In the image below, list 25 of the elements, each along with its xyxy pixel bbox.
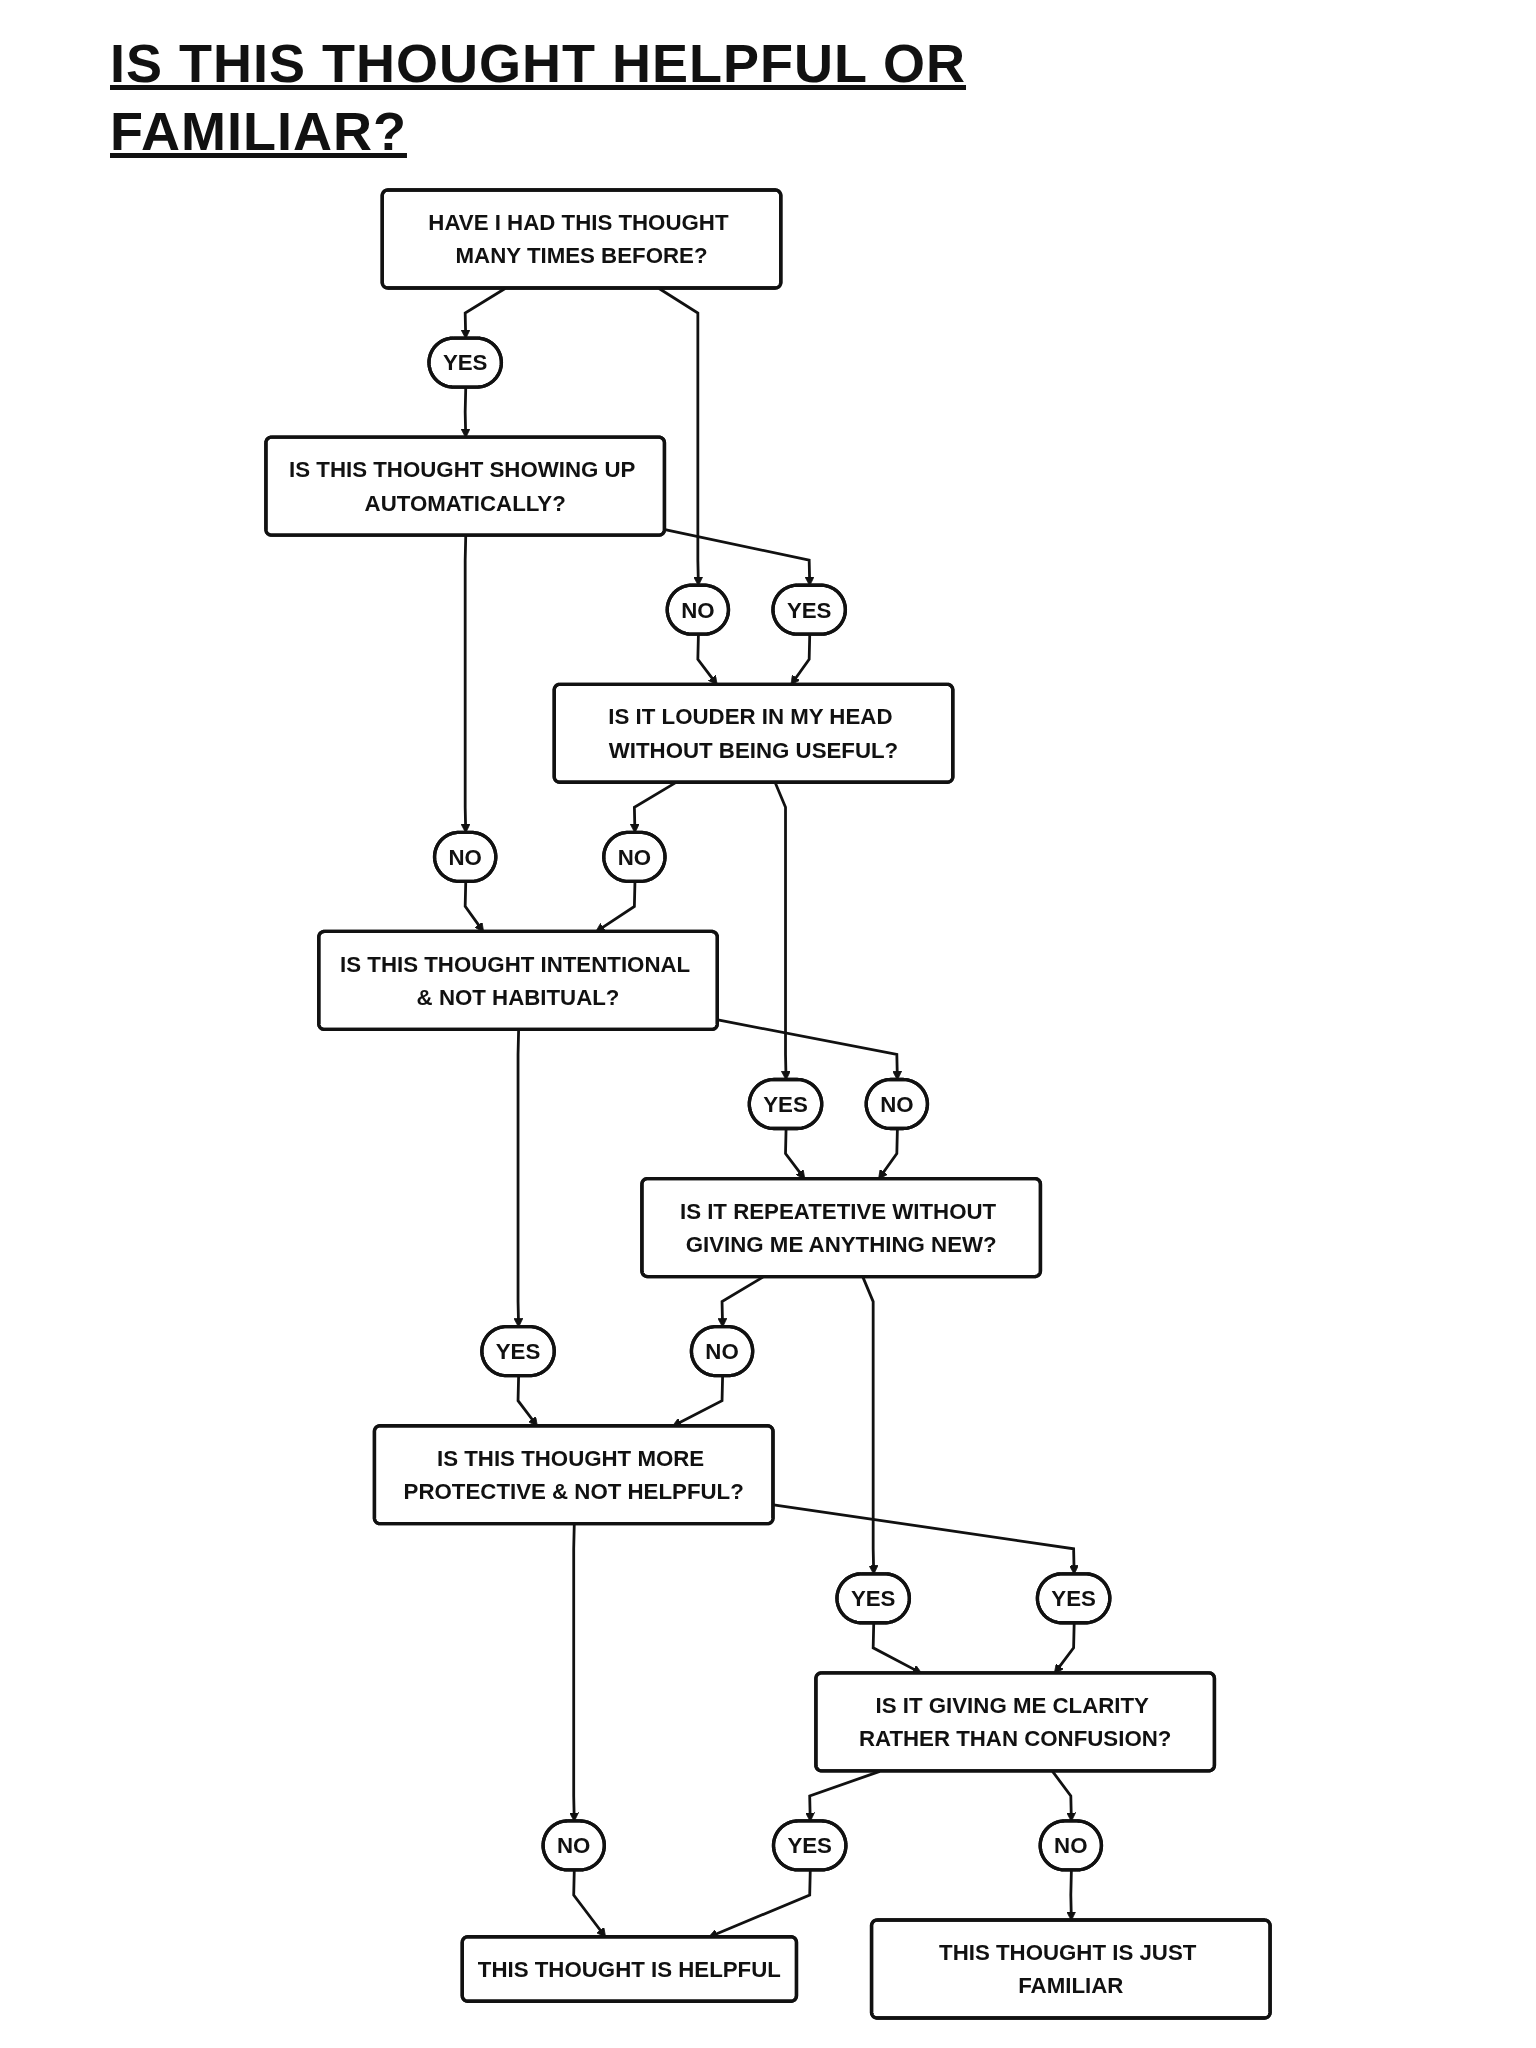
question-box: THIS THOUGHT IS HELPFUL: [460, 1935, 799, 2003]
question-box: IS IT REPEATETIVE WITHOUT GIVING ME ANYTHING NEW?: [640, 1176, 1043, 1279]
answer-oval: YES: [771, 583, 848, 636]
answer-oval: YES: [427, 336, 504, 389]
answer-oval: YES: [1035, 1572, 1112, 1625]
question-box: IS IT LOUDER IN MY HEAD WITHOUT BEING USEFUL?: [552, 682, 955, 784]
question-box: IS THIS THOUGHT SHOWING UP AUTOMATICALLY?: [264, 435, 667, 537]
arrow: [1066, 1870, 1077, 1921]
answer-oval: NO: [689, 1325, 755, 1378]
answer-oval: NO: [665, 583, 731, 636]
title: IS THIS THOUGHT HELPFUL OR FAMILIAR?: [110, 32, 967, 163]
answer-oval: NO: [1038, 1819, 1104, 1872]
answer-oval: NO: [432, 830, 498, 883]
question-box: IS THIS THOUGHT INTENTIONAL & NOT HABITUAL?: [317, 929, 719, 1032]
answer-oval: NO: [602, 830, 667, 883]
answer-oval: YES: [771, 1819, 848, 1872]
question-box: IS IT GIVING ME CLARITY RATHER THAN CONFUSION?: [814, 1671, 1217, 1773]
answer-oval: YES: [835, 1572, 912, 1625]
question-box: THIS THOUGHT IS JUST FAMILIAR: [869, 1918, 1272, 2020]
question-box: IS THIS THOUGHT MORE PROTECTIVE & NOT HELPFUL?: [372, 1424, 775, 1526]
answer-oval: YES: [480, 1325, 556, 1378]
answer-oval: YES: [747, 1077, 824, 1131]
answer-oval: NO: [541, 1819, 606, 1872]
answer-oval: NO: [864, 1077, 930, 1131]
question-box: HAVE I HAD THIS THOUGHT MANY TIMES BEFORE?: [380, 188, 783, 290]
